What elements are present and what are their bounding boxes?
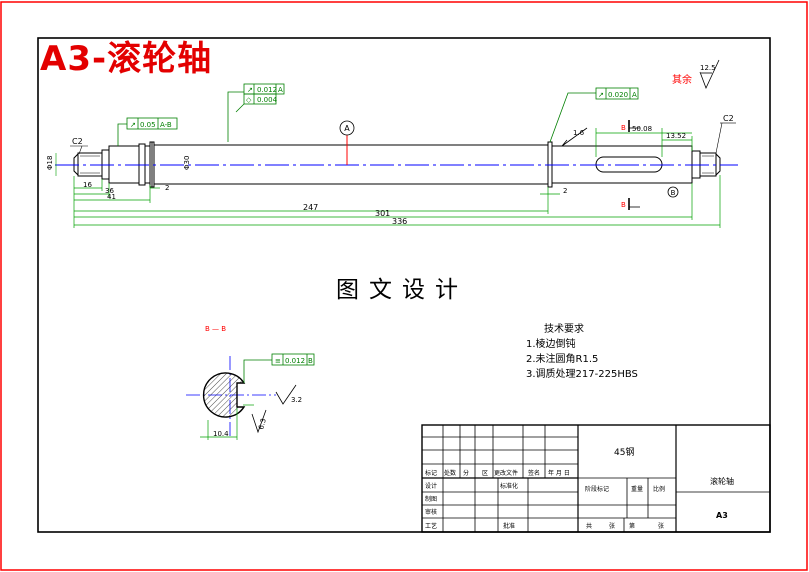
tb-label-design: 设计 (425, 482, 437, 490)
runout-1-ref: A (278, 86, 283, 94)
tb-label-page-no: 第 (629, 522, 635, 530)
cylindricity-1-value: 0.004 (257, 96, 278, 104)
dia-left-label: Φ18 (46, 156, 54, 170)
runout-left-value: 0.05 (140, 121, 156, 129)
section-width-dim: 10.4 (213, 430, 229, 438)
datum-b-label: B (671, 189, 676, 197)
tb-label-weight: 重量 (631, 485, 643, 493)
dim-301: 301 (375, 209, 390, 218)
symmetry-ref: B (308, 357, 313, 365)
datum-b-marker: B (667, 186, 679, 198)
tb-label-zone2: 区 (482, 470, 488, 477)
symmetry-value: 0.012 (285, 357, 305, 365)
tech-req-item: 3.调质处理217-225HBS (526, 369, 638, 380)
runout-1-symbol: ↗ (247, 86, 253, 94)
center-watermark-title: 图文设计 (336, 277, 468, 303)
roughness-symbol-1-6 (561, 127, 588, 147)
section-cut-top-label: B (621, 124, 626, 132)
section-cut-bottom: B (621, 198, 640, 210)
tech-req-item: 2.未注圆角R1.5 (526, 354, 599, 365)
tech-req-item: 1.棱边倒钝 (526, 339, 576, 350)
dim-gap-2-left: 2 (165, 184, 169, 192)
dim-key-50: 50.08 (632, 125, 652, 133)
cylindricity-symbol: ◇ (246, 96, 252, 104)
tb-label-standardize: 标准化 (500, 482, 518, 490)
title-sheet-size: A3 (716, 511, 728, 520)
roughness-1-6-value: 1.6 (573, 129, 585, 137)
datum-a-label: A (344, 124, 350, 133)
tb-label-count: 处数 (444, 469, 456, 477)
section-view-b-b: ≡ 0.012 B 3.2 6.3 10.4 (186, 353, 315, 440)
tb-label-approve: 批准 (503, 522, 515, 530)
runout-right-ref: A (632, 91, 637, 99)
title-block (421, 424, 771, 533)
title-material: 45钢 (614, 446, 634, 458)
dimension-lines (73, 128, 721, 228)
runout-left-symbol: ↗ (130, 121, 136, 129)
section-cut-bottom-label: B (621, 201, 626, 209)
section-view-title: B — B (205, 325, 226, 333)
dim-36: 36 (105, 187, 114, 195)
tb-label-sheet: 张 (609, 522, 615, 530)
tb-label-sheet2: 张 (658, 522, 664, 530)
title-part-name: 滚轮轴 (710, 476, 734, 486)
tb-label-date: 年 月 日 (548, 469, 570, 477)
section-roughness-6-3: 6.3 (257, 418, 268, 431)
surface-note-text: 其余 (672, 73, 692, 86)
dim-336: 336 (392, 217, 407, 226)
tolerance-frame-right (549, 87, 639, 143)
dim-gap-2-right: 2 (563, 187, 567, 195)
technical-requirements: 技术要求 1.棱边倒钝 2.未注圆角R1.5 3.调质处理217-225HBS (526, 322, 638, 382)
symmetry-symbol: ≡ (275, 357, 281, 365)
tb-label-total: 共 (586, 522, 592, 530)
runout-1-value: 0.012 (257, 86, 277, 94)
section-roughness-3-2: 3.2 (291, 396, 302, 404)
dim-41: 41 (107, 193, 116, 201)
runout-right-symbol: ↗ (598, 91, 604, 99)
tb-label-process: 工艺 (425, 522, 437, 530)
tb-label-drawing: 制图 (425, 495, 437, 503)
tb-label-sign: 签名 (528, 469, 540, 477)
dim-key-13: 13.52 (666, 132, 686, 140)
tb-label-zone: 分 (463, 469, 469, 477)
tb-label-change-doc: 更改文件 (494, 469, 518, 477)
tech-req-title: 技术要求 (544, 324, 584, 335)
tb-label-stage-mark: 阶段标记 (585, 485, 609, 493)
tolerance-frame-left (117, 117, 178, 146)
section-cut-top: B (621, 120, 640, 132)
surface-note-value: 12.5 (700, 64, 716, 72)
tb-label-review: 审核 (425, 508, 437, 516)
datum-a-marker: A (339, 120, 355, 165)
drawing-frame (37, 37, 771, 533)
chamfer-right-label: C2 (723, 114, 734, 123)
drawing-header-title: A3-滚轮轴 (40, 39, 213, 79)
runout-right-value: 0.020 (608, 91, 628, 99)
dia-mid-label: Φ30 (183, 156, 191, 170)
runout-left-ref: A-B (160, 121, 172, 129)
tb-label-scale: 比例 (653, 485, 665, 493)
surface-finish-note: 其余 12.5 (672, 59, 720, 90)
dim-16: 16 (83, 181, 92, 189)
tolerance-frame-top (227, 83, 285, 142)
chamfer-left-label: C2 (72, 137, 83, 146)
tb-label-mark: 标记 (425, 469, 437, 477)
dim-247: 247 (303, 203, 318, 212)
